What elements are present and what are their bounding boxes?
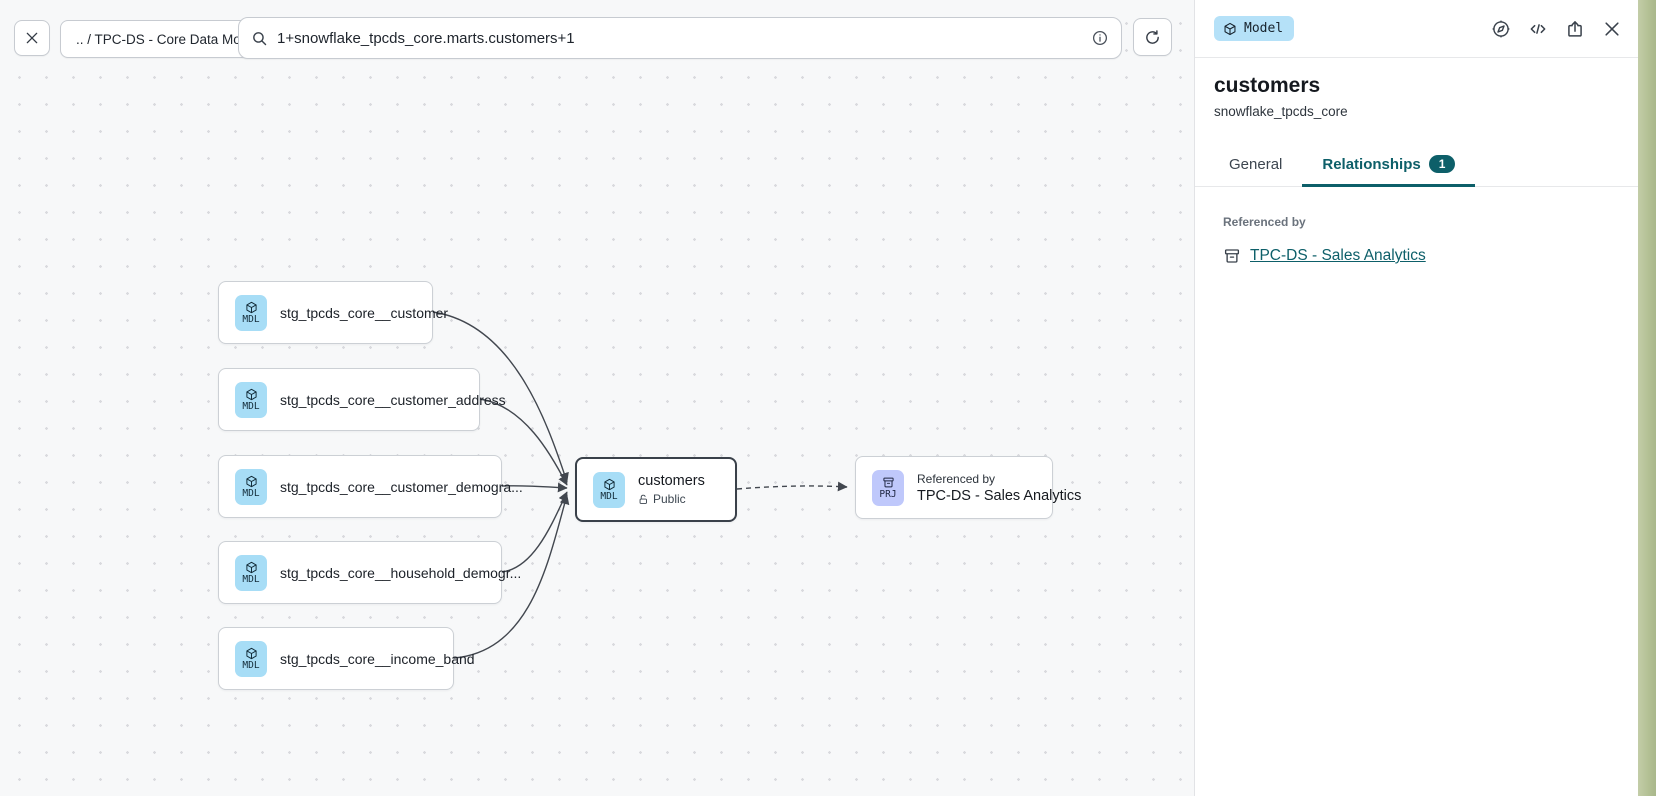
referenced-by-item: TPC-DS - Sales Analytics <box>1223 247 1610 265</box>
tab-relationships[interactable]: Relationships 1 <box>1302 145 1476 187</box>
explore-lineage-button[interactable] <box>1487 15 1515 43</box>
node-label: stg_tpcds_core__household_demogr... <box>280 564 522 581</box>
breadcrumb-label: .. / TPC-DS - Core Data Models <box>76 31 266 47</box>
resource-type-badge: Model <box>1214 16 1295 41</box>
model-tile: MDL <box>235 640 267 677</box>
node-stg-customer-demographics[interactable]: MDL stg_tpcds_core__customer_demogra... <box>218 455 523 518</box>
node-access: Public <box>638 492 705 506</box>
search-input[interactable] <box>277 29 1082 47</box>
node-title: customers <box>638 473 705 489</box>
close-icon <box>24 30 40 46</box>
search-icon <box>251 30 268 47</box>
close-panel-button[interactable] <box>1598 15 1626 43</box>
cube-icon <box>245 388 258 401</box>
node-label: stg_tpcds_core__income_band <box>280 650 475 667</box>
tile-label: MDL <box>242 487 260 499</box>
refresh-lineage-button[interactable] <box>1133 18 1172 56</box>
refresh-icon <box>1144 29 1161 46</box>
panel-title: customers <box>1214 74 1321 97</box>
close-icon <box>1602 19 1622 39</box>
node-kicker: Referenced by <box>917 471 996 486</box>
node-label: stg_tpcds_core__customer_demogra... <box>280 478 523 495</box>
lineage-canvas[interactable]: MDL stg_tpcds_core__customer MDL stg_tpc… <box>0 0 1194 796</box>
lineage-edges <box>432 311 848 659</box>
referenced-by-heading: Referenced by <box>1223 215 1306 229</box>
lineage-search <box>238 17 1122 59</box>
model-tile: MDL <box>235 554 267 591</box>
referenced-by-link[interactable]: TPC-DS - Sales Analytics <box>1250 247 1426 264</box>
panel-header: Model <box>1195 0 1638 58</box>
model-tile: MDL <box>235 381 267 418</box>
share-button[interactable] <box>1561 15 1589 43</box>
cube-icon <box>245 301 258 314</box>
cube-icon <box>603 478 616 491</box>
node-stg-income-band[interactable]: MDL stg_tpcds_core__income_band <box>218 627 475 690</box>
tile-label: MDL <box>600 490 618 502</box>
unlock-icon <box>638 494 649 505</box>
relationships-count-badge: 1 <box>1428 155 1456 173</box>
panel-subtitle: snowflake_tpcds_core <box>1214 104 1348 119</box>
model-tile: MDL <box>235 468 267 505</box>
archive-icon <box>882 476 895 489</box>
resource-type-label: Model <box>1244 21 1284 36</box>
view-code-button[interactable] <box>1524 15 1552 43</box>
node-stg-customer-address[interactable]: MDL stg_tpcds_core__customer_address <box>218 368 506 431</box>
cube-icon <box>245 647 258 660</box>
info-icon[interactable] <box>1091 29 1109 47</box>
close-lineage-button[interactable] <box>14 20 50 56</box>
share-icon <box>1565 19 1585 39</box>
tile-label: MDL <box>242 573 260 585</box>
code-icon <box>1528 19 1548 39</box>
compass-icon <box>1491 19 1511 39</box>
node-stg-customer[interactable]: MDL stg_tpcds_core__customer <box>218 281 448 344</box>
panel-tabs: General Relationships 1 <box>1195 145 1638 187</box>
tile-label: MDL <box>242 400 260 412</box>
cube-icon <box>1223 22 1237 36</box>
details-panel: Model c <box>1194 0 1638 796</box>
node-stg-household-demographics[interactable]: MDL stg_tpcds_core__household_demogr... <box>218 541 521 604</box>
node-label: stg_tpcds_core__customer <box>280 304 449 321</box>
archive-icon <box>1223 247 1241 265</box>
node-label: stg_tpcds_core__customer_address <box>280 391 506 408</box>
node-customers-selected[interactable]: MDL customers Public <box>575 457 737 522</box>
tile-label: PRJ <box>879 488 897 500</box>
node-referenced-project[interactable]: PRJ Referenced by TPC-DS - Sales Analyti… <box>855 456 1081 519</box>
tile-label: MDL <box>242 313 260 325</box>
project-tile: PRJ <box>872 469 904 506</box>
tab-general[interactable]: General <box>1229 155 1283 173</box>
model-tile: MDL <box>593 471 625 508</box>
model-tile: MDL <box>235 294 267 331</box>
tile-label: MDL <box>242 659 260 671</box>
cube-icon <box>245 475 258 488</box>
cube-icon <box>245 561 258 574</box>
desktop-edge-strip <box>1638 0 1656 796</box>
node-label: TPC-DS - Sales Analytics <box>917 487 1082 504</box>
